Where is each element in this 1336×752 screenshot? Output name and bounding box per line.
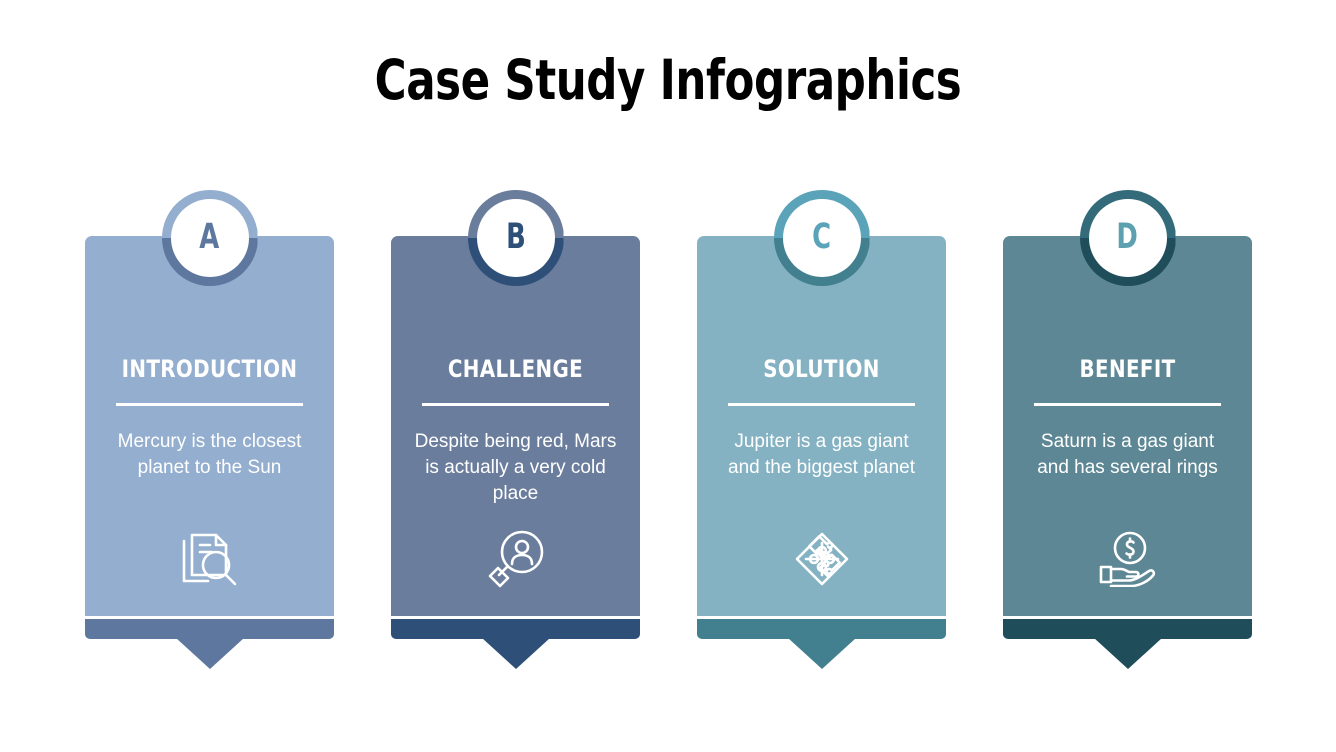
person-search-icon xyxy=(482,528,550,590)
card-introduction[interactable]: A INTRODUCTION Mercury is the closest pl… xyxy=(85,190,334,669)
card-divider xyxy=(728,403,915,406)
card-accent-bar xyxy=(697,619,946,639)
card-description: Jupiter is a gas giant and the biggest p… xyxy=(728,431,915,478)
card-description: Mercury is the closest planet to the Sun xyxy=(117,431,302,478)
badge-letter: A xyxy=(199,216,220,257)
card-divider xyxy=(116,403,303,406)
badge-letter: C xyxy=(812,216,831,257)
card-body xyxy=(391,236,640,616)
card-solution[interactable]: C SOLUTION Jupiter is a gas giant and th… xyxy=(697,190,946,669)
card-pointer-triangle xyxy=(481,638,550,669)
card-heading: BENEFIT xyxy=(1079,355,1176,383)
card-divider xyxy=(1034,403,1221,406)
card-heading: SOLUTION xyxy=(763,355,880,383)
card-badge: A xyxy=(161,190,258,286)
card-pointer-triangle xyxy=(175,638,244,669)
badge-inner-circle: C xyxy=(787,204,856,272)
card-description: Saturn is a gas giant and has several ri… xyxy=(1037,431,1218,478)
badge-inner-circle: A xyxy=(175,204,244,272)
card-divider xyxy=(422,403,609,406)
card-challenge[interactable]: B CHALLENGE Despite being red, Mars is a… xyxy=(391,190,640,669)
card-badge: C xyxy=(773,190,870,286)
card-pointer-triangle xyxy=(1093,638,1162,669)
card-badge: D xyxy=(1079,190,1176,286)
card-heading: CHALLENGE xyxy=(447,355,584,383)
card-accent-bar xyxy=(391,619,640,639)
card-badge: B xyxy=(467,190,564,286)
puzzle-icon xyxy=(788,528,856,590)
card-accent-bar xyxy=(85,619,334,639)
card-pointer-triangle xyxy=(787,638,856,669)
badge-letter: D xyxy=(1116,216,1139,257)
hand-holding-money-icon xyxy=(1094,528,1162,590)
card-heading: INTRODUCTION xyxy=(121,355,298,383)
card-row: A INTRODUCTION Mercury is the closest pl… xyxy=(85,190,1252,669)
document-search-icon xyxy=(176,528,244,590)
page-title: Case Study Infographics xyxy=(374,48,962,112)
card-description: Despite being red, Mars is actually a ve… xyxy=(414,431,617,504)
card-benefit[interactable]: D BENEFIT Saturn is a gas giant and has … xyxy=(1003,190,1252,669)
badge-letter: B xyxy=(505,216,526,257)
badge-inner-circle: D xyxy=(1093,204,1162,272)
badge-inner-circle: B xyxy=(481,204,550,272)
card-accent-bar xyxy=(1003,619,1252,639)
card-body xyxy=(1003,236,1252,616)
